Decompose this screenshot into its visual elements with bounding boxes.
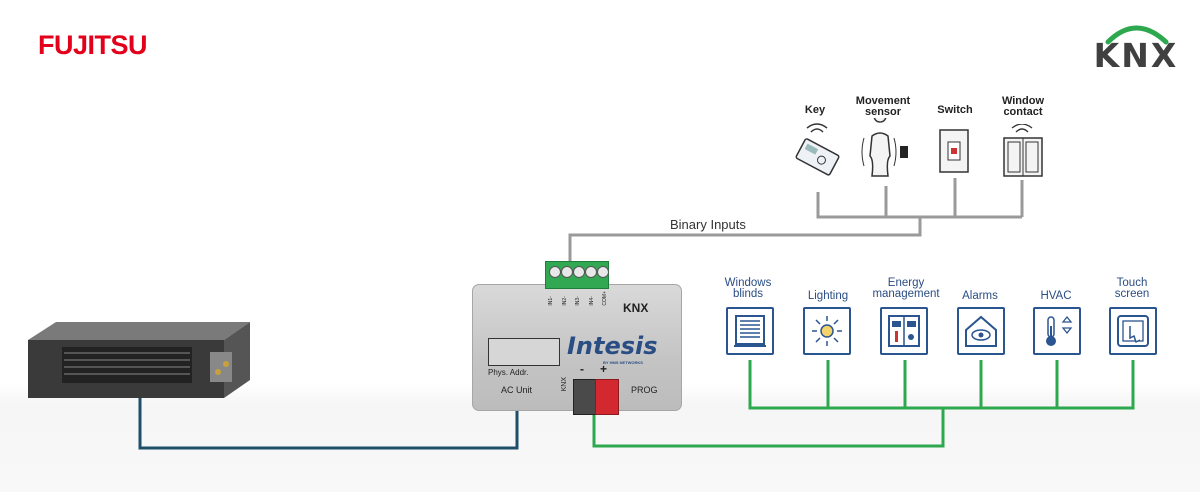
energy-management-label: Energy management: [866, 277, 946, 300]
ac-indoor-unit-icon: [28, 322, 250, 398]
light-bulb-icon: [812, 316, 842, 346]
windows-blinds-label-line2: blinds: [732, 288, 764, 300]
terminal-label-in2: IN2-: [561, 296, 568, 306]
hvac-label-line1: HVAC: [1040, 290, 1072, 302]
intesis-gateway: IN1- IN2- IN3- IN4- COM+ KNX Phys. Addr.…: [472, 261, 682, 415]
alarms-tile: [957, 307, 1005, 355]
windows-blinds-label: Windows blinds: [718, 277, 778, 300]
window-contact-label: Window contact: [995, 96, 1051, 118]
motion-sensor-icon: [861, 118, 908, 177]
thermometer-icon: [1046, 315, 1073, 346]
fujitsu-logo: FUJITSU: [38, 30, 148, 61]
binary-input-trunk-line: [568, 217, 922, 270]
hvac-label: HVAC: [1026, 290, 1086, 302]
binary-input-terminal-block: [545, 261, 609, 289]
terminal-label-com: COM+: [602, 291, 608, 306]
intesis-brand-sub: BY HMS NETWORKS: [603, 360, 643, 365]
switch-label-line1: Switch: [937, 104, 973, 116]
binary-input-bus-line: [816, 192, 1022, 219]
windows-blinds-label-line1: Windows: [724, 277, 772, 289]
knx-plus-label: +: [600, 362, 608, 376]
window-contact-label-line2: contact: [1003, 106, 1043, 118]
key-label: Key: [790, 105, 840, 116]
touch-screen-label: Touch screen: [1102, 277, 1162, 300]
touch-screen-label-line1: Touch: [1116, 277, 1148, 289]
lighting-tile: [803, 307, 851, 355]
gateway-knx-badge: KNX: [623, 301, 649, 315]
wall-switch-icon: [939, 129, 969, 173]
knx-minus-label: -: [580, 362, 584, 376]
energy-management-label-line1: Energy: [887, 277, 925, 289]
binary-inputs-title: Binary Inputs: [670, 217, 746, 232]
intesis-brand: Intesis: [567, 332, 658, 360]
knx-logo-arc-icon: [1105, 25, 1169, 45]
alarms-label-line1: Alarms: [962, 290, 998, 302]
terminal-label-in3: IN3-: [575, 296, 581, 306]
phys-addr-display: [488, 338, 560, 366]
windows-blinds-tile: [726, 307, 774, 355]
fujitsu-logo-text: FUJITSU: [38, 30, 148, 60]
knx-port-label: KNX: [561, 377, 568, 392]
terminal-label-in1: IN1-: [548, 296, 554, 306]
switch-label: Switch: [930, 105, 980, 116]
knx-logo-text: KNX: [1093, 36, 1179, 75]
knx-bus-line: [748, 360, 1135, 410]
ac-unit-line: [138, 398, 519, 450]
knx-minus-terminal: [573, 379, 597, 415]
knx-trunk-line: [592, 408, 945, 448]
phys-addr-label: Phys. Addr.: [488, 368, 529, 377]
terminal-label-in4: IN4-: [588, 296, 595, 306]
alarm-eye-house-icon: [965, 315, 997, 347]
movement-sensor-label-line1: Movement: [855, 95, 911, 107]
touch-screen-label-line2: screen: [1114, 288, 1150, 300]
alarms-label: Alarms: [950, 290, 1010, 302]
energy-meter-icon: [888, 315, 920, 347]
blinds-icon: [734, 315, 766, 347]
touch-screen-tile: [1109, 307, 1157, 355]
ac-unit-port-label: AC Unit: [501, 385, 533, 395]
window-contact-label-line1: Window: [1001, 95, 1045, 107]
knx-logo: KNX: [1090, 22, 1182, 75]
touch-screen-icon: [1117, 315, 1149, 347]
hvac-tile: [1033, 307, 1081, 355]
terminal-labels: IN1- IN2- IN3- IN4- COM+: [548, 291, 608, 306]
knx-plus-terminal: [595, 379, 619, 415]
prog-label: PROG: [631, 385, 658, 395]
movement-sensor-label: Movement sensor: [850, 96, 916, 118]
movement-sensor-label-line2: sensor: [864, 106, 902, 118]
energy-management-label-line2: management: [872, 288, 940, 300]
window-contact-icon: [1003, 124, 1043, 177]
lighting-label: Lighting: [798, 290, 858, 302]
key-label-line1: Key: [804, 104, 826, 116]
keycard-icon: [795, 123, 840, 176]
lighting-label-line1: Lighting: [807, 290, 849, 302]
energy-management-tile: [880, 307, 928, 355]
